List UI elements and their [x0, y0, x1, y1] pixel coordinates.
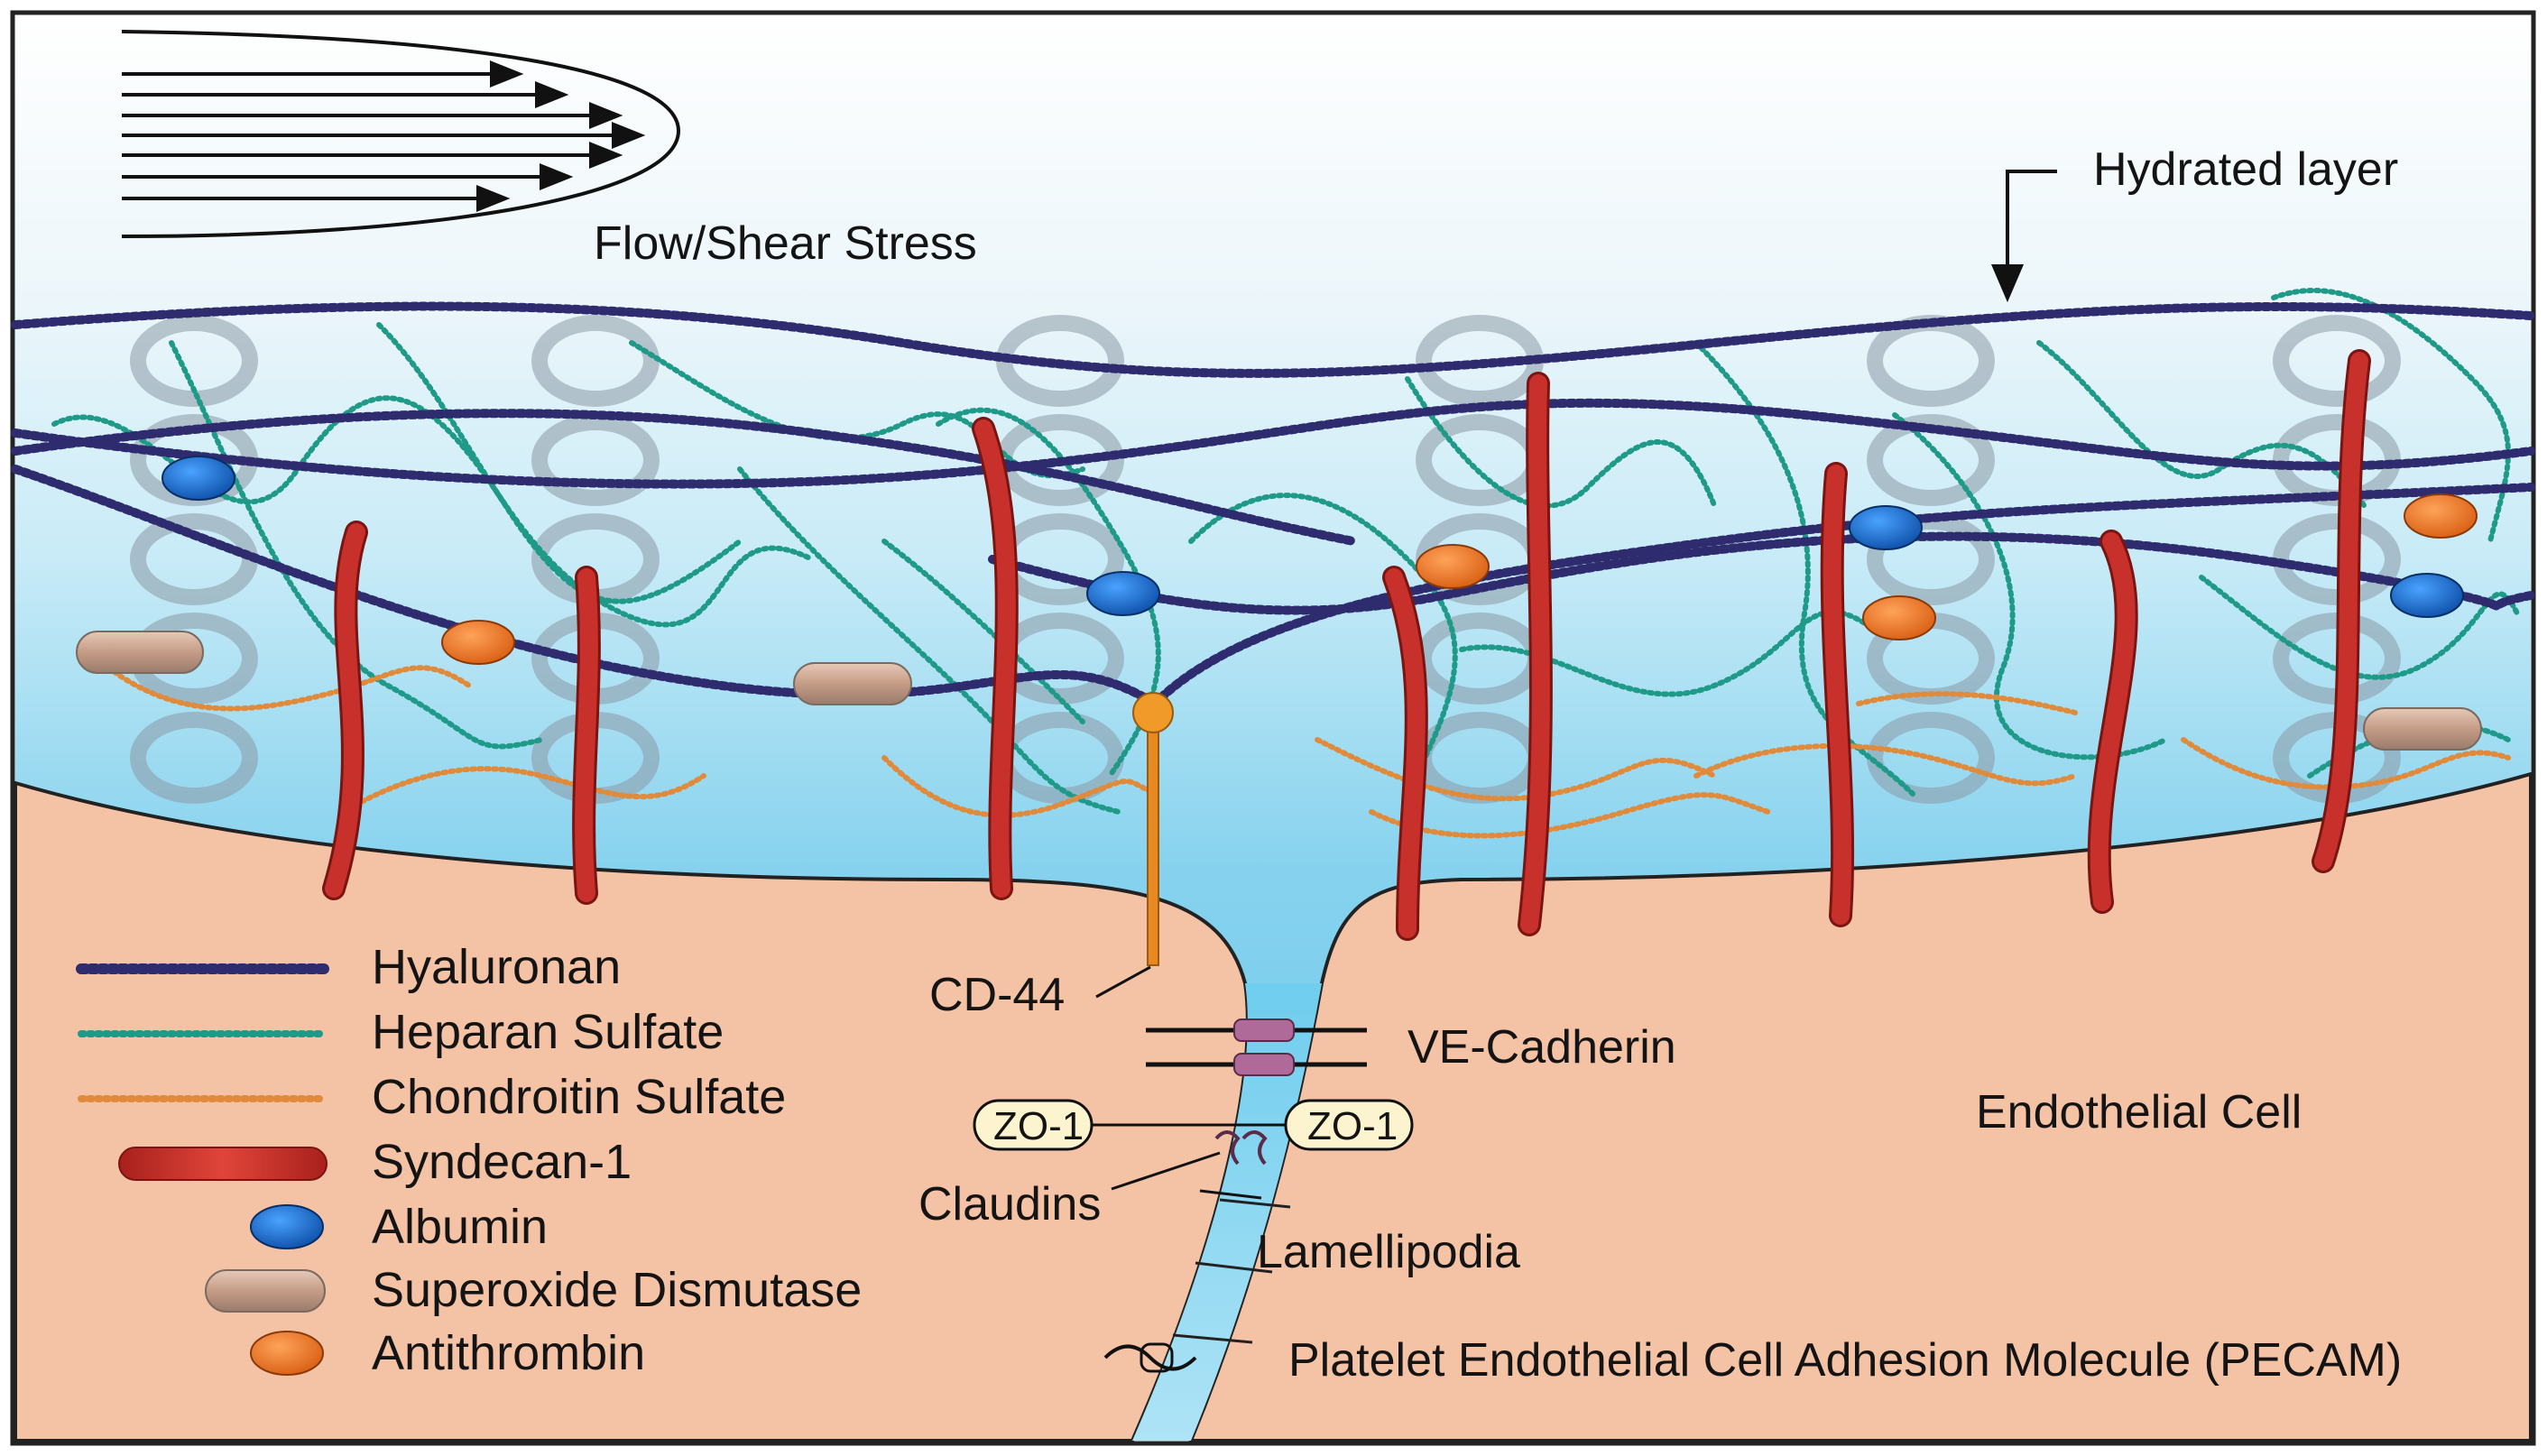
syndecan-rod: [325, 523, 365, 898]
ve-cadherin-label: VE-Cadherin: [1407, 1021, 1676, 1074]
lamellipodia-label: Lamellipodia: [1257, 1226, 1520, 1278]
superoxide-dismutase-molecule: [793, 662, 912, 705]
core-protein-loop: [531, 414, 660, 506]
core-protein-loop: [1867, 712, 1995, 804]
legend: Hyaluronan Heparan Sulfate Chondroitin S…: [76, 940, 862, 1380]
albumin-molecule: [161, 456, 235, 501]
syndecan-rod: [1385, 568, 1426, 938]
legend-albumin-label: Albumin: [372, 1200, 548, 1254]
pecam-link: [1140, 1342, 1174, 1373]
chondroitin-sulfate-strand: [1693, 742, 2078, 787]
flow-arrows: [121, 30, 681, 238]
cleft-rungs: [1172, 1198, 1291, 1344]
legend-syndecan-swatch: [118, 1147, 328, 1181]
heparan-sulfate-strand: [376, 322, 815, 628]
heparan-sulfate-strand: [51, 395, 743, 604]
antithrombin-molecule: [2404, 493, 2478, 539]
pecam-label: Platelet Endothelial Cell Adhesion Molec…: [1288, 1334, 2402, 1387]
albumin-molecule: [1849, 505, 1923, 550]
heparan-sulfate-strand: [1892, 412, 2168, 760]
flow-label: Flow/Shear Stress: [594, 217, 977, 270]
zo1-right-label: ZO-1: [1307, 1104, 1398, 1148]
cd44-leader: [1095, 965, 1151, 999]
legend-antithrombin-label: Antithrombin: [372, 1326, 645, 1380]
hydrated-layer-label: Hydrated layer: [2093, 143, 2398, 196]
chondroitin-sulfate-strand: [881, 755, 1158, 818]
glycocalyx-layer: [11, 288, 2535, 941]
superoxide-dismutase-molecule: [2363, 707, 2482, 751]
ve-cadherin-complex: [1146, 1018, 1367, 1076]
endothelial-cell-left: [14, 780, 1250, 1442]
hyaluronan-strand: [11, 301, 2535, 378]
chondroitin-sulfate-strand: [1369, 792, 1771, 839]
pecam-glyph: [1103, 1344, 1197, 1371]
heparan-sulfate-strand: [881, 539, 1085, 724]
legend-syndecan-label: Syndecan-1: [372, 1135, 632, 1189]
cd44-label: CD-44: [929, 969, 1065, 1021]
zo1-right-pill: [1284, 1099, 1414, 1151]
lamellipodia-leader: [1199, 1189, 1262, 1200]
chondroitin-sulfate-strand: [1856, 691, 2078, 715]
albumin-molecule: [1086, 571, 1160, 616]
legend-antithrombin-swatch: [250, 1331, 324, 1376]
heparan-sulfate-strand: [2271, 288, 2511, 544]
claudins-label: Claudins: [918, 1178, 1101, 1230]
syndecan-rod: [2314, 352, 2368, 871]
figure-frame: [10, 10, 2536, 1446]
zo1-left-label: ZO-1: [993, 1104, 1084, 1148]
claudins-glyph: [1214, 1130, 1268, 1166]
syndecan-rod: [575, 568, 598, 902]
syndecan-rod: [1823, 465, 1852, 925]
heparan-sulfate-strand: [169, 340, 544, 750]
endothelial-cell-label: Endothelial Cell: [1976, 1086, 2302, 1138]
chondroitin-sulfate-strand: [340, 766, 706, 815]
antithrombin-molecule: [1862, 595, 1936, 640]
claudins-leader: [1111, 1151, 1221, 1191]
chondroitin-sulfate-strand: [1315, 737, 1717, 802]
syndecan-rod: [974, 419, 1016, 898]
heparan-sulfate-strand: [1188, 493, 1458, 797]
legend-sod-swatch: [205, 1269, 326, 1313]
hyaluronan-strand: [11, 465, 1159, 708]
antithrombin-molecule: [441, 620, 515, 665]
hydrated-layer-arrow: [1990, 170, 2057, 303]
core-protein-loop: [130, 712, 258, 804]
chondroitin-sulfate-strand: [106, 665, 472, 712]
zo1-left-pill: [973, 1099, 1094, 1151]
core-protein-loop: [531, 315, 660, 407]
albumin-molecule: [2390, 573, 2464, 618]
core-protein-loop: [130, 315, 258, 407]
intercellular-cleft: [1132, 983, 1322, 1441]
legend-albumin-swatch: [250, 1204, 324, 1249]
syndecan-rod: [1520, 374, 1550, 934]
core-protein-loop: [2273, 315, 2401, 407]
cd44-receptor: [1132, 692, 1174, 966]
hyaluronan-strand: [11, 398, 2535, 489]
core-protein-loop: [1867, 414, 1995, 506]
hyaluronan-strand: [1150, 483, 2535, 708]
syndecan-rod: [2090, 532, 2136, 911]
chondroitin-sulfate-strand: [2181, 737, 2511, 790]
legend-heparan-label: Heparan Sulfate: [372, 1005, 724, 1059]
hyaluronan-strand: [11, 409, 1358, 546]
heparan-sulfate-strand: [1405, 376, 1717, 509]
legend-chondroitin-label: Chondroitin Sulfate: [372, 1070, 786, 1124]
superoxide-dismutase-molecule: [76, 631, 204, 674]
legend-hyaluronan-label: Hyaluronan: [372, 940, 621, 994]
heparan-sulfate-strand: [2199, 575, 2520, 680]
antithrombin-molecule: [1416, 544, 1490, 589]
heparan-sulfate-strand: [2036, 340, 2367, 508]
legend-sod-label: Superoxide Dismutase: [372, 1263, 862, 1317]
